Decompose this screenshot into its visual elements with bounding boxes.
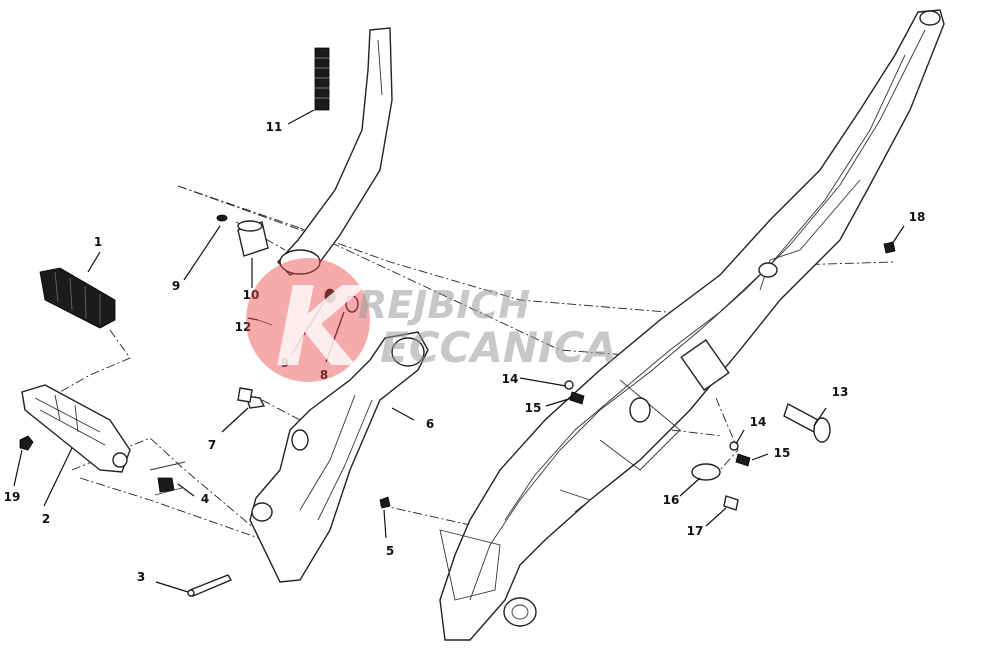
pin-12 [257, 319, 273, 326]
label-8: 8 [320, 368, 328, 382]
pedal-rubber-11 [314, 47, 330, 111]
spring-4 [149, 461, 186, 496]
nut-19 [19, 435, 34, 451]
label-13: 13 [832, 385, 849, 399]
washer-9-lower [324, 288, 336, 304]
label-18: 18 [909, 210, 926, 224]
watermark-logo-letter: K [275, 263, 368, 391]
label-11: 11 [266, 120, 283, 134]
pin-3 [187, 574, 233, 597]
label-9b: 9 [281, 356, 289, 370]
label-1: 1 [94, 235, 102, 249]
watermark-logo-circle [246, 258, 370, 382]
bracket-6 [249, 331, 429, 583]
screw-17 [723, 495, 739, 511]
label-16: 16 [663, 493, 680, 507]
nut-18 [883, 241, 896, 254]
label-12: 12 [235, 320, 252, 334]
grease-nipple-5 [379, 496, 391, 509]
brake-pedal-lever [277, 27, 393, 276]
shaft-13 [783, 402, 831, 443]
label-7: 7 [208, 438, 216, 452]
washer-9-upper [216, 214, 228, 222]
washer-8 [345, 295, 359, 313]
label-5: 5 [386, 544, 394, 558]
label-14b: 14 [750, 415, 767, 429]
label-14a: 14 [502, 372, 519, 386]
watermark: K REJBICH ECCANICA [246, 258, 617, 391]
leader-lines [13, 109, 905, 593]
label-15a: 15 [525, 401, 542, 415]
label-19: 19 [4, 490, 21, 504]
part-labels: 1 2 3 4 5 6 7 8 9 9 10 11 12 13 14 14 15… [4, 120, 926, 584]
spring-15a [569, 391, 585, 405]
rider-frame [439, 9, 945, 641]
label-15b: 15 [774, 446, 791, 460]
footpeg-2 [21, 384, 131, 473]
label-9a: 9 [172, 279, 180, 293]
bushing-10 [237, 220, 269, 257]
ball-14a [564, 380, 574, 390]
label-4: 4 [201, 492, 209, 506]
watermark-line2: ECCANICA [380, 323, 617, 372]
footrest-rubber-1 [39, 267, 116, 329]
plate-16 [691, 463, 721, 481]
spring-15b [735, 453, 751, 467]
watermark-line1: REJBICH [358, 283, 530, 327]
label-2: 2 [42, 512, 50, 526]
label-6: 6 [426, 417, 434, 431]
label-17: 17 [687, 524, 704, 538]
label-10: 10 [243, 288, 260, 302]
bolt-7 [237, 387, 266, 409]
label-3: 3 [137, 570, 145, 584]
